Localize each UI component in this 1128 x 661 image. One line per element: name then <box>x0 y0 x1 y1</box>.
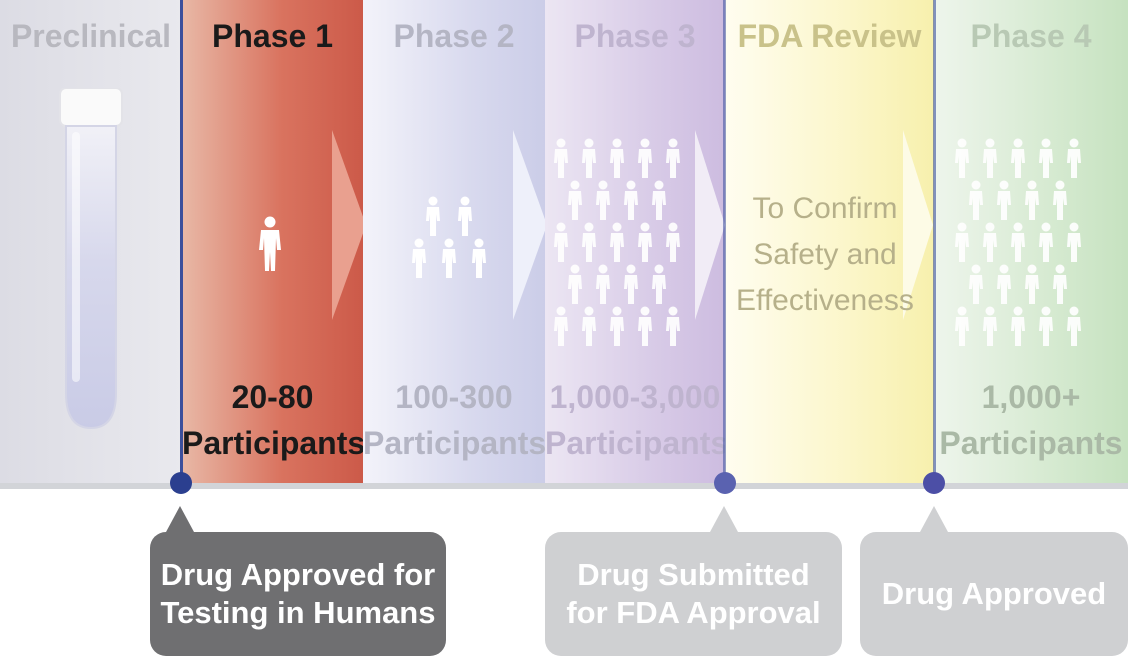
phase-preclinical: Preclinical <box>0 0 182 488</box>
phase-4: Phase 4 1,000+ Participants <box>934 0 1128 488</box>
phase-4-count: 1,000+ <box>981 379 1081 415</box>
person-icon <box>610 222 624 262</box>
person-icon <box>666 138 680 178</box>
phase-title-3: Phase 3 <box>574 18 696 54</box>
phase-title-fda-review: FDA Review <box>737 18 922 54</box>
person-icon <box>568 180 582 220</box>
person-icon <box>554 222 568 262</box>
phase-2-count: 100-300 <box>395 379 513 415</box>
callout-line-1: Drug Submitted <box>577 557 810 592</box>
phase-title-4: Phase 4 <box>970 18 1092 54</box>
person-icon <box>1011 222 1025 262</box>
callout-line-1: Drug Approved <box>881 576 1107 611</box>
person-icon <box>1025 180 1039 220</box>
callout-line-2: for FDA Approval <box>566 595 821 630</box>
person-icon <box>582 306 596 346</box>
phase-2-participants-label: Participants <box>363 425 545 461</box>
milestone-dot <box>170 472 192 494</box>
phase-title-1: Phase 1 <box>212 18 333 54</box>
large-crowd-icon <box>554 138 680 346</box>
person-icon <box>596 264 610 304</box>
person-icon <box>1067 138 1081 178</box>
phase-fda-review: FDA Review To Confirm Safety and Effecti… <box>725 0 934 488</box>
large-crowd-icon <box>955 138 1081 346</box>
milestone-callout-approved: Drug Approved <box>860 506 1128 656</box>
person-icon <box>997 264 1011 304</box>
callout-line-2: Testing in Humans <box>160 595 436 630</box>
person-icon <box>1039 306 1053 346</box>
phase-title-2: Phase 2 <box>393 18 515 54</box>
test-tube-icon <box>59 88 123 430</box>
milestone-divider <box>933 0 936 488</box>
phase-3-chevron <box>695 130 725 320</box>
fda-review-chevron <box>903 130 933 320</box>
person-icon <box>638 138 652 178</box>
person-icon <box>955 306 969 346</box>
milestone-dot <box>714 472 736 494</box>
person-icon <box>1011 138 1025 178</box>
person-icon <box>596 180 610 220</box>
person-icon <box>652 180 666 220</box>
phase-1-chevron <box>332 130 363 320</box>
person-icon <box>983 306 997 346</box>
person-icon <box>610 306 624 346</box>
person-icon <box>1039 222 1053 262</box>
milestone-callout-testing-in-humans: Drug Approved for Testing in Humans <box>150 506 446 656</box>
person-icon <box>1053 180 1067 220</box>
person-icon <box>638 222 652 262</box>
person-icon <box>969 180 983 220</box>
person-icon <box>568 264 582 304</box>
person-icon <box>1011 306 1025 346</box>
person-icon <box>969 264 983 304</box>
person-icon <box>983 138 997 178</box>
milestone-divider <box>180 0 183 488</box>
fda-review-line-2: Safety and <box>753 238 897 271</box>
phase-2-chevron <box>513 130 545 320</box>
person-icon <box>610 138 624 178</box>
callout-arrow <box>710 506 738 532</box>
phase-3-participants-label: Participants <box>545 425 725 461</box>
person-icon <box>955 138 969 178</box>
person-icon <box>997 180 1011 220</box>
callout-line-1: Drug Approved for <box>160 557 436 592</box>
person-icon <box>1053 264 1067 304</box>
phase-4-participants-label: Participants <box>939 425 1123 461</box>
person-icon <box>1025 264 1039 304</box>
person-icon <box>259 216 281 271</box>
phase-1-count: 20-80 <box>231 379 314 415</box>
phase-2: Phase 2 100-300 Participants <box>363 0 545 488</box>
timeline-baseline <box>0 483 1128 489</box>
milestone-divider <box>723 0 726 483</box>
person-icon <box>955 222 969 262</box>
fda-review-line-1: To Confirm <box>752 192 898 225</box>
fda-review-line-3: Effectiveness <box>736 284 914 317</box>
callout-arrow <box>166 506 194 532</box>
phase-3-count: 1,000-3,000 <box>549 379 721 415</box>
person-icon <box>1067 306 1081 346</box>
phase-1: Phase 1 20-80 Participants <box>182 0 363 488</box>
fda-review-description: To Confirm Safety and Effectiveness <box>725 186 925 324</box>
person-icon <box>582 222 596 262</box>
phase-3: Phase 3 1,000-3,000 Participants <box>545 0 725 488</box>
phase-title-preclinical: Preclinical <box>10 18 172 54</box>
small-group-icon <box>412 196 486 278</box>
person-icon <box>666 306 680 346</box>
milestone-callout-submitted: Drug Submitted for FDA Approval <box>545 506 842 656</box>
person-icon <box>1039 138 1053 178</box>
person-icon <box>638 306 652 346</box>
person-icon <box>624 180 638 220</box>
person-icon <box>652 264 666 304</box>
person-icon <box>624 264 638 304</box>
callout-arrow <box>920 506 948 532</box>
milestone-dot <box>923 472 945 494</box>
person-icon <box>666 222 680 262</box>
person-icon <box>1067 222 1081 262</box>
person-icon <box>554 306 568 346</box>
person-icon <box>983 222 997 262</box>
person-icon <box>582 138 596 178</box>
person-icon <box>554 138 568 178</box>
phase-1-participants-label: Participants <box>182 425 363 461</box>
